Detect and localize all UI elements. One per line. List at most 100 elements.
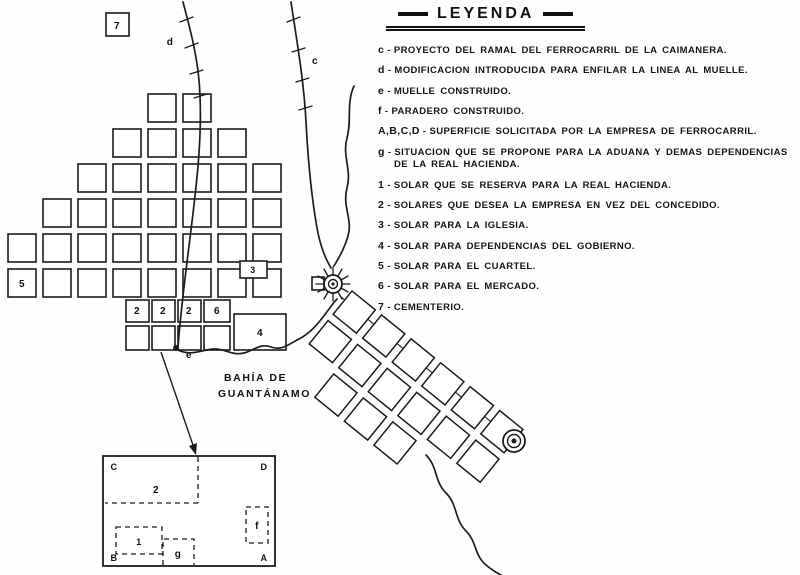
cuartel-block <box>7 268 37 298</box>
city-block <box>42 233 72 263</box>
roundabout-plaza <box>311 266 351 302</box>
inset-corner-b: B <box>111 553 118 563</box>
pier-block <box>391 337 436 383</box>
cemetery-block: 7 <box>105 12 130 37</box>
pier-block <box>337 343 382 388</box>
city-block <box>77 198 107 228</box>
muelle-mark <box>173 345 179 351</box>
city-block <box>112 233 142 263</box>
city-block <box>252 198 282 228</box>
city-block <box>147 268 177 298</box>
pier-block <box>332 289 377 335</box>
city-block <box>42 198 72 228</box>
city-block <box>182 198 212 228</box>
legend-title-text: LEYENDA <box>437 5 535 22</box>
city-block <box>147 93 177 123</box>
inset-corner-d: D <box>261 462 268 472</box>
city-block <box>147 163 177 193</box>
city-block <box>151 325 176 351</box>
inset-lot-1-boundary <box>115 526 163 555</box>
city-block <box>182 268 212 298</box>
label-rail-c: c <box>312 56 318 67</box>
pier-block <box>313 372 359 418</box>
label-cemetery: 7 <box>114 21 120 32</box>
city-block <box>217 198 247 228</box>
city-block <box>77 233 107 263</box>
inset-corner-c: C <box>111 462 118 472</box>
label-iglesia: 3 <box>250 265 256 275</box>
legend-item: f-PARADERO CONSTRUIDO. <box>378 104 525 117</box>
coastline-south <box>175 298 338 355</box>
inset-corner-a: A <box>261 553 268 563</box>
label-mercado: 6 <box>214 306 220 317</box>
bay-name-line2: GUANTÁNAMO <box>218 387 311 400</box>
railline-d <box>177 1 208 348</box>
city-block <box>217 233 247 263</box>
inset-label-2: 2 <box>153 485 159 496</box>
pier-grid <box>308 289 525 484</box>
city-block <box>77 163 107 193</box>
legend-item: 7-CEMENTERIO. <box>378 300 465 313</box>
city-block <box>182 93 212 123</box>
empresa-block <box>177 299 202 323</box>
inset-lot-f-boundary <box>245 506 269 544</box>
title-dash-left-icon <box>398 12 428 16</box>
coastline-east <box>333 85 355 267</box>
legend-item: 6-SOLAR PARA EL MERCADO. <box>378 280 540 293</box>
coastline-bottom-right <box>425 454 502 575</box>
railline-c <box>286 1 332 269</box>
city-block <box>125 325 150 351</box>
label-rail-d: d <box>167 37 174 48</box>
legend: LEYENDA c-PROYECTO DEL RAMAL DEL FERROCA… <box>378 4 795 320</box>
city-block <box>147 233 177 263</box>
town-grid <box>7 93 287 351</box>
pier-block <box>420 361 465 406</box>
city-block <box>7 233 37 263</box>
city-block <box>112 128 142 158</box>
city-block <box>182 128 212 158</box>
legend-item: e-MUELLE CONSTRUIDO. <box>378 84 512 97</box>
city-block <box>177 325 202 351</box>
title-dash-right-icon <box>543 12 574 16</box>
empresa-block <box>125 299 150 323</box>
legend-item: d-MODIFICACION INTRODUCIDA PARA ENFILAR … <box>378 64 748 77</box>
pier-block <box>450 385 495 430</box>
city-block <box>147 128 177 158</box>
pier-block <box>372 420 418 466</box>
legend-item: 1-SOLAR QUE SE RESERVA PARA LA REAL HACI… <box>378 178 672 191</box>
pier-block <box>396 391 442 436</box>
mercado-block <box>203 299 231 323</box>
city-block <box>252 163 282 193</box>
label-gobierno: 4 <box>257 328 263 339</box>
inset-arrow <box>160 351 197 455</box>
pier-block <box>367 367 412 412</box>
inset-detail: C D B A 2 1 g f <box>102 455 276 567</box>
legend-item: g-SITUACION QUE SE PROPONE PARA LA ADUAN… <box>378 145 788 171</box>
pier-block <box>426 415 471 460</box>
label-muelle: e <box>186 350 192 361</box>
city-block <box>147 198 177 228</box>
pier-block <box>308 319 353 364</box>
pier-block <box>361 313 406 359</box>
inset-region-2-boundary <box>105 457 199 504</box>
city-block <box>112 268 142 298</box>
city-block <box>203 325 231 351</box>
legend-item-list: c-PROYECTO DEL RAMAL DEL FERROCARRIL DE … <box>378 43 795 314</box>
pier-block <box>455 439 501 484</box>
city-block <box>217 128 247 158</box>
legend-item: A,B,C,D-SUPERFICIE SOLICITADA POR LA EMP… <box>378 125 757 138</box>
city-block <box>112 163 142 193</box>
legend-item: 4-SOLAR PARA DEPENDENCIAS DEL GOBIERNO. <box>378 239 635 252</box>
empresa-block <box>151 299 176 323</box>
legend-item: 3-SOLAR PARA LA IGLESIA. <box>378 219 529 232</box>
inset-label-f: f <box>255 521 259 532</box>
city-block <box>77 268 107 298</box>
label-solar-2a: 2 <box>134 306 140 317</box>
legend-item: c-PROYECTO DEL RAMAL DEL FERROCARRIL DE … <box>378 44 727 56</box>
label-solar-2c: 2 <box>186 306 192 317</box>
city-block <box>252 233 282 263</box>
gobierno-block <box>233 313 287 351</box>
legend-item: 5-SOLAR PARA EL CUARTEL. <box>378 259 536 272</box>
inset-label-1: 1 <box>136 537 142 547</box>
